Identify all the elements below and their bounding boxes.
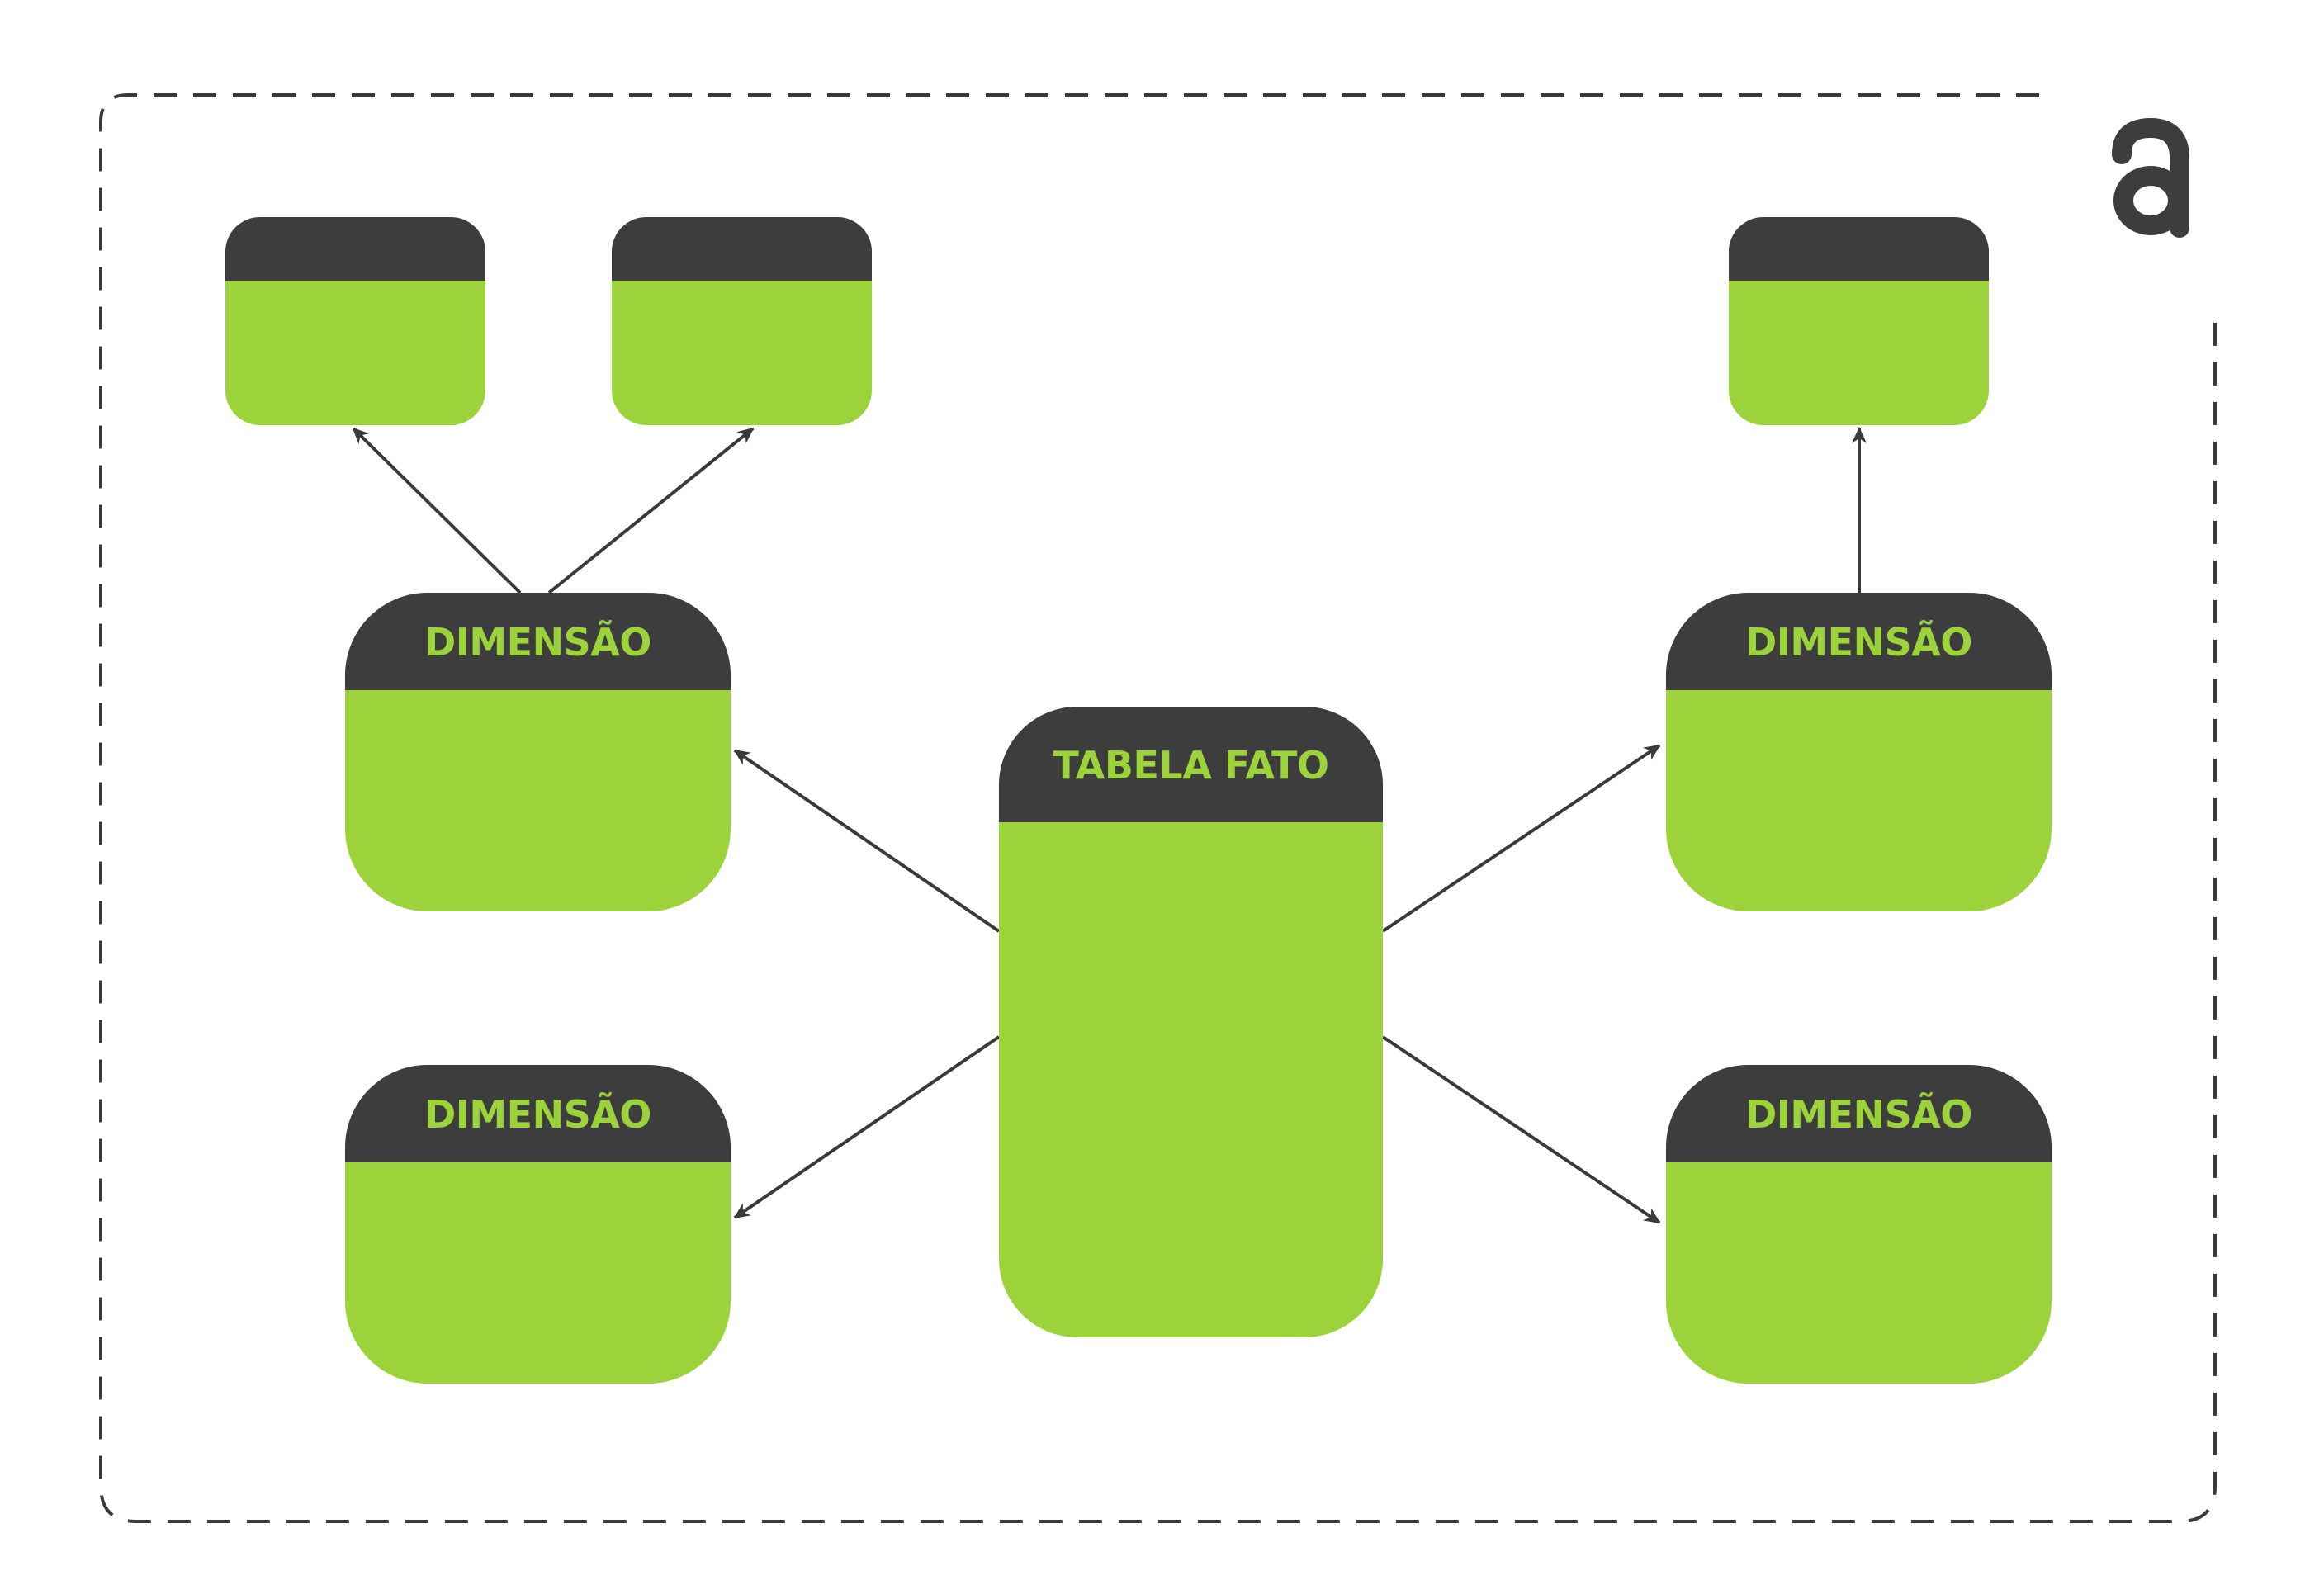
node-header [225, 217, 485, 281]
node-header [612, 217, 872, 281]
edges-layer [352, 427, 1867, 1224]
node-header [1666, 593, 2052, 690]
node-sub-left-2 [612, 217, 872, 425]
nodes-layer: TABELA FATO DIMENSÃO DIMENSÃO DIMENSÃO DIMEN… [225, 217, 2052, 1384]
node-title: DIMENSÃO [424, 1091, 651, 1137]
node-header [345, 1065, 731, 1162]
edge-fact-to-dim_top_right [1381, 744, 1661, 933]
edge-dim_top_left-to-sub_left_2 [547, 427, 755, 594]
node-sub-left-1 [225, 217, 485, 425]
edge-fact-to-dim_bottom_right [1381, 1035, 1661, 1224]
edge-fact-to-dim_bottom_left [733, 1035, 1001, 1219]
edge-dim_top_left-to-sub_left_1 [352, 427, 522, 594]
node-dim-bottom-right: DIMENSÃO [1666, 1065, 2052, 1384]
node-body [999, 707, 1383, 1337]
node-dim-top-left: DIMENSÃO [345, 593, 731, 911]
node-header [999, 707, 1383, 822]
node-header [345, 593, 731, 690]
node-fact: TABELA FATO [999, 707, 1383, 1337]
dashed-boundary [99, 93, 2217, 1523]
node-title: DIMENSÃO [1745, 619, 1972, 665]
node-title: TABELA FATO [1053, 743, 1329, 788]
node-sub-right [1729, 217, 1989, 425]
node-dim-top-right: DIMENSÃO [1666, 593, 2052, 911]
node-title: DIMENSÃO [1745, 1091, 1972, 1137]
edge-fact-to-dim_top_left [733, 749, 1001, 933]
brand-logo-icon [2112, 117, 2189, 238]
node-title: DIMENSÃO [424, 619, 651, 665]
node-dim-bottom-left: DIMENSÃO [345, 1065, 731, 1384]
node-header [1729, 217, 1989, 281]
node-header [1666, 1065, 2052, 1162]
